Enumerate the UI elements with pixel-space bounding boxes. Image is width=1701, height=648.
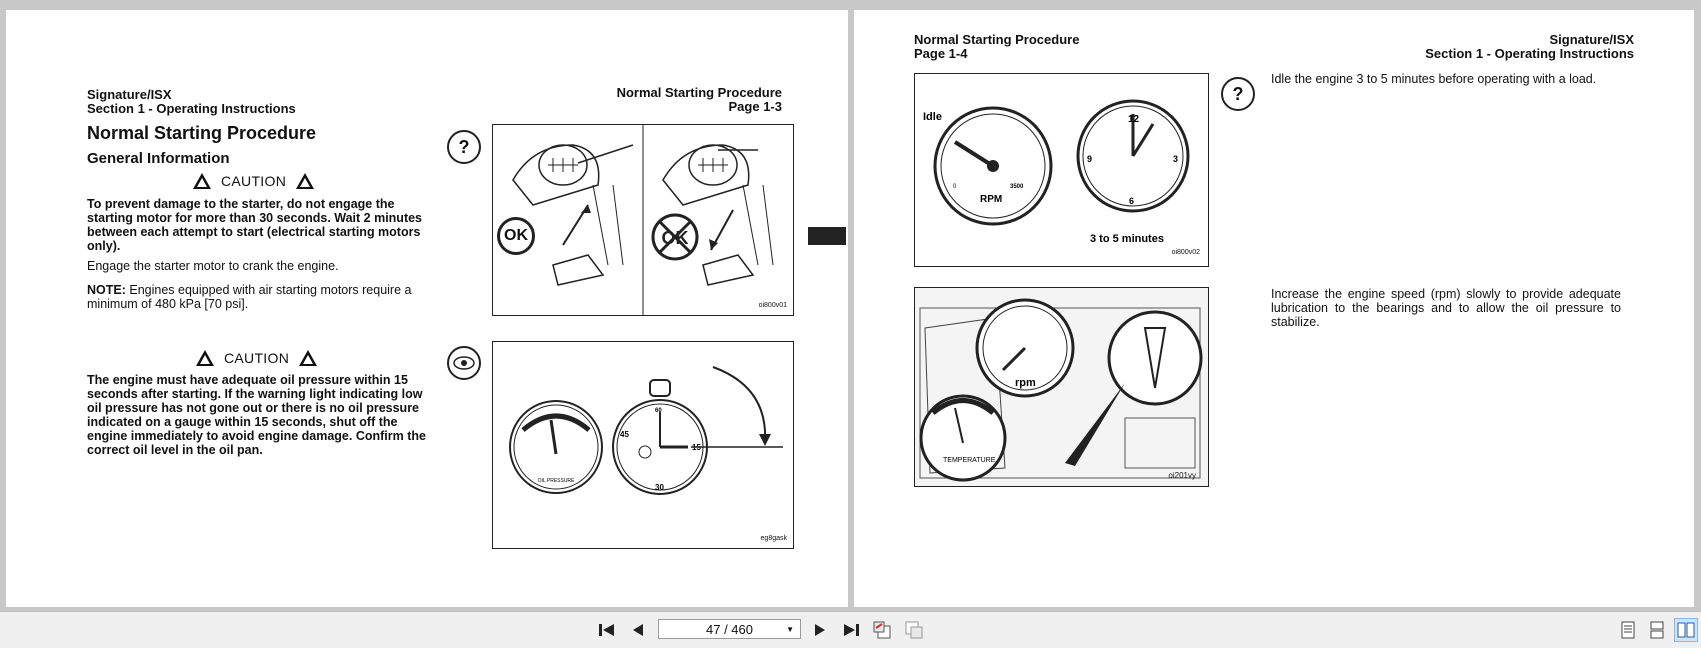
clock-6-label: 6 (1129, 196, 1134, 206)
page-indicator[interactable]: 47 / 460 ▼ (658, 619, 801, 639)
ok-label: OK (497, 217, 535, 255)
eye-icon (447, 346, 481, 380)
header-page: Page 1-4 (914, 46, 968, 61)
clock-3-label: 3 (1173, 154, 1178, 164)
caution-label: CAUTION (221, 173, 287, 189)
page-indicator-text: 47 / 460 (706, 621, 753, 637)
caution-heading-2: CAUTION (196, 350, 318, 366)
previous-page-icon[interactable] (628, 620, 648, 640)
header-section: Section 1 - Operating Instructions (87, 101, 296, 116)
last-page-icon[interactable] (840, 620, 862, 640)
caution-heading-1: CAUTION (193, 173, 315, 189)
two-page-view-icon[interactable] (1674, 618, 1698, 642)
stopwatch-30-label: 30 (655, 483, 664, 492)
note-label: NOTE: (87, 283, 126, 297)
first-page-icon[interactable] (596, 620, 618, 640)
question-icon: ? (447, 130, 481, 164)
next-page-icon[interactable] (810, 620, 830, 640)
page-title: Normal Starting Procedure (87, 123, 317, 143)
header-right: Normal Starting Procedure Page 1-3 (562, 86, 782, 114)
section-subtitle: General Information (87, 150, 230, 167)
single-page-view-icon[interactable] (1618, 620, 1638, 640)
caution-text-2: The engine must have adequate oil pressu… (87, 373, 426, 457)
header-right: Signature/ISX Section 1 - Operating Inst… (1314, 33, 1634, 61)
header-product: Signature/ISX (1549, 32, 1634, 47)
chevron-down-icon[interactable]: ▼ (786, 624, 794, 634)
idle-instruction: Idle the engine 3 to 5 minutes before op… (1271, 72, 1597, 86)
continuous-view-icon[interactable] (1647, 620, 1667, 640)
warning-triangle-icon (193, 173, 211, 189)
idle-label: Idle (923, 111, 942, 123)
figure-code: eg8gask (760, 535, 787, 542)
caution-text-1: To prevent damage to the starter, do not… (87, 197, 423, 253)
caution-label: CAUTION (224, 350, 290, 366)
engage-text: Engage the starter motor to crank the en… (87, 259, 339, 273)
header-section: Section 1 - Operating Instructions (1425, 46, 1634, 61)
figure-code: oi800v02 (1171, 249, 1200, 256)
figure-code: oi201vy (1168, 471, 1196, 480)
header-page: Page 1-3 (728, 99, 782, 114)
oil-pressure-figure: OIL PRESSURE 45 15 30 60 eg8gask (492, 341, 794, 549)
stopwatch-45-label: 45 (620, 430, 629, 439)
duration-label: 3 to 5 minutes (1090, 233, 1164, 245)
clock-12-label: 12 (1128, 114, 1140, 125)
note-paragraph: NOTE: Engines equipped with air starting… (87, 283, 437, 311)
engine-gauges-figure: rpm TEMPERATURE oi201vy (914, 287, 1209, 487)
viewer-toolbar: 47 / 460 ▼ (0, 611, 1701, 648)
clock-9-label: 9 (1087, 154, 1092, 164)
stopwatch-60-label: 60 (655, 408, 662, 414)
increase-speed-instruction: Increase the engine speed (rpm) slowly t… (1271, 287, 1621, 329)
header-left: Normal Starting Procedure Page 1-4 (914, 33, 1079, 61)
note-text: Engines equipped with air starting motor… (87, 283, 412, 311)
right-page: Normal Starting Procedure Page 1-4 Signa… (854, 10, 1694, 607)
page-divider-marker (808, 227, 846, 245)
forward-view-icon[interactable] (902, 618, 926, 642)
tach-3500-label: 3500 (1010, 184, 1024, 190)
figure-code: oi800v01 (758, 302, 787, 309)
header-product: Signature/ISX (87, 87, 172, 102)
rpm-label: rpm (1015, 377, 1036, 389)
idle-tachometer-clock-figure: Idle RPM 0 3500 12 9 3 6 3 to 5 minutes … (914, 73, 1209, 267)
rpm-label: RPM (980, 194, 1002, 205)
warning-triangle-icon (196, 350, 214, 366)
tach-zero-label: 0 (953, 184, 957, 190)
question-icon: ? (1221, 77, 1255, 111)
left-page: Signature/ISX Section 1 - Operating Inst… (6, 10, 848, 607)
oil-pressure-gauge-label: OIL PRESSURE (538, 478, 575, 484)
header-procedure: Normal Starting Procedure (914, 32, 1080, 47)
header-left: Signature/ISX Section 1 - Operating Inst… (87, 88, 296, 116)
back-view-icon[interactable] (870, 618, 894, 642)
warning-triangle-icon (299, 350, 318, 366)
starter-pedal-figure: OK OK oi800v01 (492, 124, 794, 316)
header-procedure: Normal Starting Procedure (616, 85, 782, 100)
warning-triangle-icon (296, 173, 315, 189)
temperature-label: TEMPERATURE (943, 457, 996, 464)
